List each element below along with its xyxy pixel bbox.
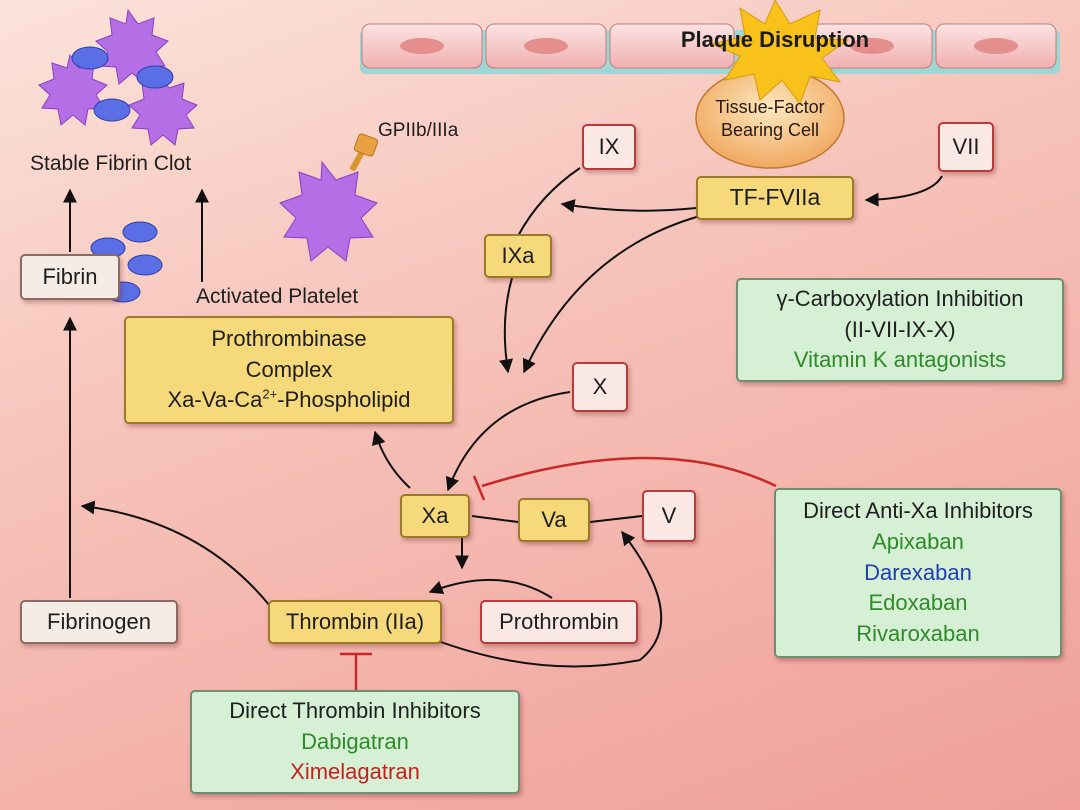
drug-dabigatran: Dabigatran [301,728,409,754]
vitamin-k-title: γ-Carboxylation Inhibition [776,286,1024,312]
thrombin-inhibitors-box: Direct Thrombin Inhibitors Dabigatran Xi… [190,690,520,794]
factor-ixa-box: IXa [484,234,552,278]
fibrinogen-box: Fibrinogen [20,600,178,644]
vitamin-k-drug: Vitamin K antagonists [793,347,1007,373]
drug-rivaroxaban: Rivaroxaban [856,621,980,647]
factor-ix-box: IX [582,124,636,170]
pathway-arrows [63,167,943,668]
prothrombinase-complex-box: Prothrombinase Complex Xa-Va-Ca2+-Phosph… [124,316,454,424]
tf-fviia-box: TF-FVIIa [696,176,854,220]
fibrin-box: Fibrin [20,254,120,300]
calcium-charge: 2+ [262,387,278,403]
prothrombinase-line3: Xa-Va-Ca2+-Phospholipid [167,385,410,416]
drug-apixaban: Apixaban [872,528,964,554]
anti-xa-inhibitors-box: Direct Anti-Xa Inhibitors Apixaban Darex… [774,488,1062,658]
stable-fibrin-clot-label: Stable Fibrin Clot [30,152,192,175]
thrombin-inhibitors-title: Direct Thrombin Inhibitors [229,697,481,723]
prothrombinase-line2: Complex [245,356,333,382]
plaque-disruption-label: Plaque Disruption [680,27,870,52]
inhibition-lines [340,456,777,690]
drug-ximelagatran: Ximelagatran [290,759,420,785]
vitamin-k-inhibition-box: γ-Carboxylation Inhibition (II-VII-IX-X)… [736,278,1064,382]
factor-xa-box: Xa [400,494,470,538]
prothrombinase-line1: Prothrombinase [211,325,367,351]
prothrombinase-line3-post: -Phospholipid [277,387,411,413]
prothrombin-box: Prothrombin [480,600,638,644]
activated-platelet-icon [279,133,379,262]
prothrombinase-line3-pre: Xa-Va-Ca [167,387,263,413]
tissue-factor-line1: Tissue-Factor [715,97,825,117]
factor-vii-box: VII [938,122,994,172]
gpiib-iiia-label: GPIIb/IIIa [378,120,459,141]
anti-xa-title: Direct Anti-Xa Inhibitors [803,498,1033,523]
factor-va-box: Va [518,498,590,542]
vitamin-k-factors: (II-VII-IX-X) [844,316,956,342]
activated-platelet-label: Activated Platelet [196,285,359,308]
plaque-starburst-icon [710,0,850,106]
tissue-factor-cell-label: Tissue-Factor Bearing Cell [690,96,850,143]
tissue-factor-line2: Bearing Cell [720,120,820,141]
factor-x-box: X [572,362,628,412]
drug-darexaban: Darexaban [864,559,972,585]
platelet-cluster-icon [38,8,198,146]
factor-v-box: V [642,490,696,542]
thrombin-box: Thrombin (IIa) [268,600,442,644]
drug-edoxaban: Edoxaban [868,590,968,616]
